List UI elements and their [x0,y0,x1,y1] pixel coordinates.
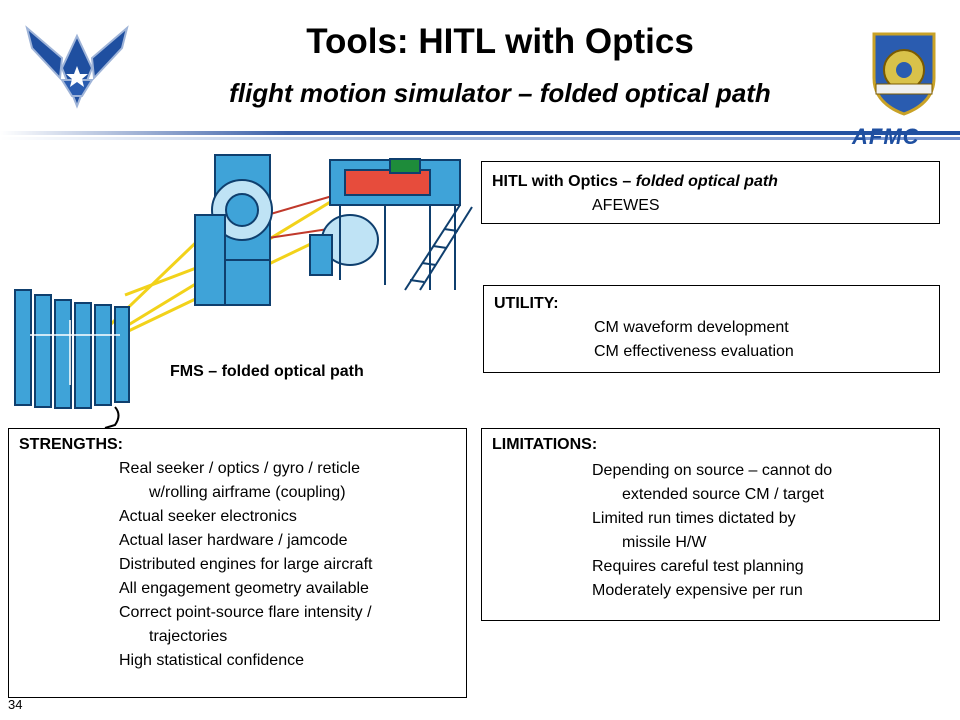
strengths-item: Correct point-source flare intensity / [119,604,372,621]
strengths-item-continued: w/rolling airframe (coupling) [149,484,346,501]
limitations-item: Depending on source – cannot do [592,462,833,479]
slide-subtitle: flight motion simulator – folded optical… [229,78,771,108]
afmc-wordmark: AFMC [852,124,920,149]
slide-title: Tools: HITL with Optics [306,22,694,61]
limitations-item-continued: extended source CM / target [622,486,824,503]
limitations-item: Moderately expensive per run [592,582,803,599]
strengths-box: STRENGTHS: Real seeker / optics / gyro /… [8,428,467,698]
access-stairs [404,204,473,291]
fms-folded-optical-path-illustration [14,154,473,429]
page-number: 34 [8,697,23,712]
strengths-item: Distributed engines for large aircraft [119,556,373,573]
air-force-logo [25,25,129,109]
strengths-item: High statistical confidence [119,652,304,669]
utility-item: CM effectiveness evaluation [594,343,794,360]
utility-item: CM waveform development [594,319,789,336]
limitations-item-continued: missile H/W [622,534,707,551]
utility-box: UTILITY: CM waveform development CM effe… [483,285,940,373]
strengths-item: Actual laser hardware / jamcode [119,532,348,549]
strengths-heading: STRENGTHS: [19,436,123,453]
strengths-item: All engagement geometry available [119,580,369,597]
folding-mirror-array [14,289,130,409]
header-rule-dark [0,131,960,135]
utility-heading: UTILITY: [494,295,559,312]
header-rule-light [0,137,960,140]
strengths-item: Actual seeker electronics [119,508,297,525]
hitl-box: HITL with Optics – folded optical path A… [481,161,940,224]
hitl-value: AFEWES [592,197,660,214]
afmc-shield-emblem [872,32,936,116]
strengths-item: Real seeker / optics / gyro / reticle [119,460,360,477]
hitl-heading: HITL with Optics – folded optical path [492,173,778,190]
limitations-item: Requires careful test planning [592,558,804,575]
target-platform [309,158,461,290]
limitations-item: Limited run times dictated by [592,510,796,527]
flight-motion-simulator [194,154,273,306]
limitations-heading: LIMITATIONS: [492,436,598,453]
figure-caption: FMS – folded optical path [170,363,364,380]
strengths-item-continued: trajectories [149,628,228,645]
limitations-box: LIMITATIONS: Depending on source – canno… [481,428,940,621]
